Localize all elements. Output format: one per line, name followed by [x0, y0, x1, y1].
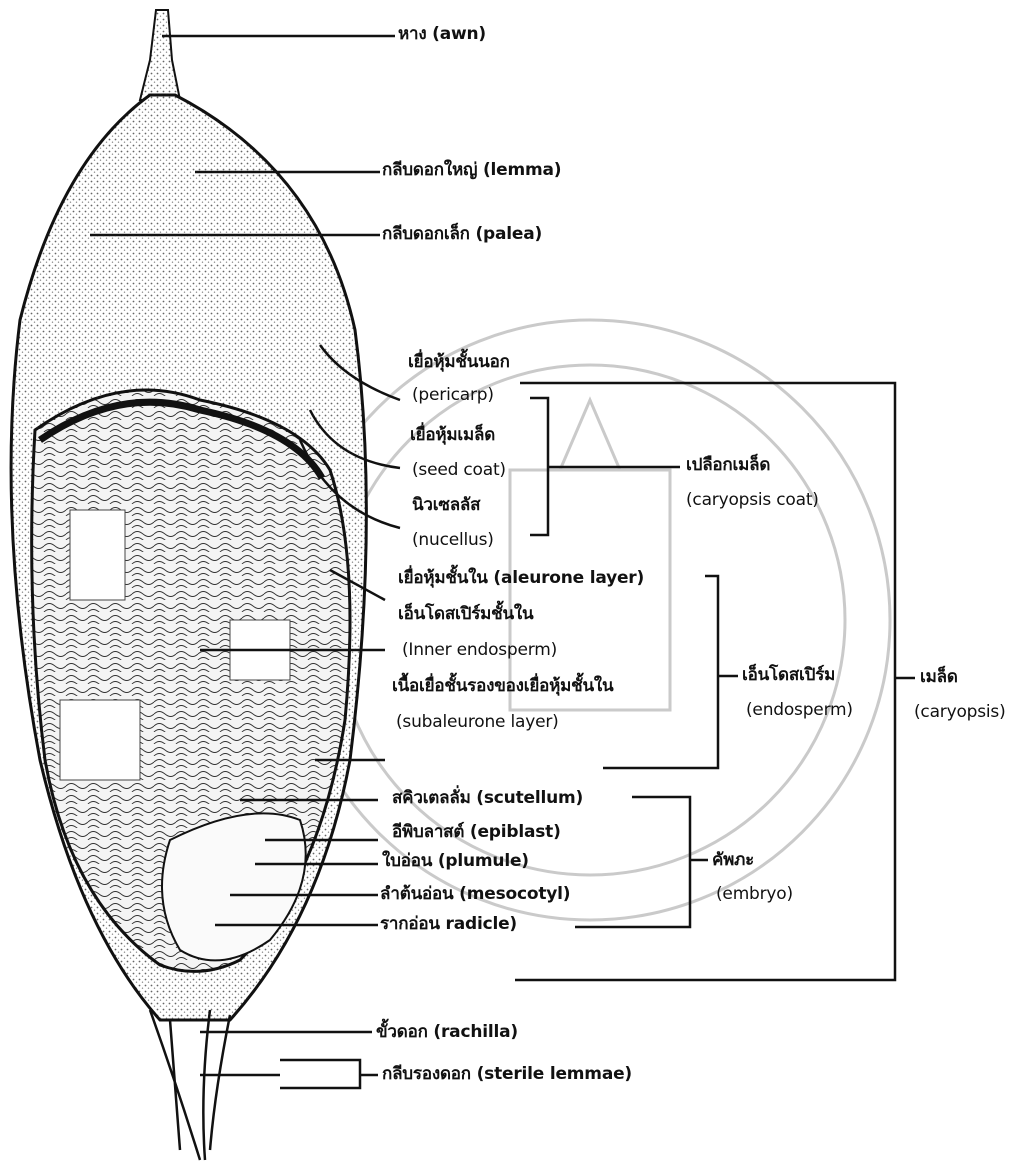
endosperm-english-label: (endosperm): [746, 700, 853, 720]
seed-coat-thai-label: เยื่อหุ้มเมล็ด: [410, 425, 495, 445]
watermark-seal: [290, 320, 890, 920]
nucellus-english-label: (nucellus): [412, 530, 494, 550]
subaleurone-english-label: (subaleurone layer): [396, 712, 559, 732]
awn-shape: [140, 10, 180, 100]
inner-endosperm-english-label: (Inner endosperm): [402, 640, 557, 660]
caryopsis-coat-thai-label: เปลือกเมล็ด: [686, 455, 770, 475]
embryo-thai-label: คัพภะ: [712, 850, 754, 870]
nucellus-thai-label: นิวเซลลัส: [412, 495, 480, 515]
pericarp-english-label: (pericarp): [412, 385, 494, 405]
seed-coat-english-label: (seed coat): [412, 460, 506, 480]
plumule-label: ใบอ่อน (plumule): [382, 851, 529, 871]
sterile-lemmae-label: กลีบรองดอก (sterile lemmae): [382, 1064, 632, 1084]
endosperm-thai-label: เอ็นโดสเปิร์ม: [742, 665, 835, 685]
inner-endosperm-thai-label: เอ็นโดสเปิร์มชั้นใน: [398, 604, 533, 624]
mesocotyl-label: ลำต้นอ่อน (mesocotyl): [380, 884, 570, 904]
lemma-label: กลีบดอกใหญ่ (lemma): [382, 160, 561, 180]
palea-label: กลีบดอกเล็ก (palea): [382, 224, 542, 244]
radicle-label: รากอ่อน radicle): [380, 914, 517, 934]
awn-label: หาง (awn): [398, 24, 486, 44]
subaleurone-thai-label: เนื้อเยื่อชั้นรองของเยื่อหุ้มชั้นใน: [392, 676, 613, 696]
rachilla-label: ขั้วดอก (rachilla): [376, 1022, 518, 1042]
pericarp-thai-label: เยื่อหุ้มชั้นนอก: [408, 352, 510, 372]
caryopsis-coat-english-label: (caryopsis coat): [686, 490, 819, 510]
scutellum-label: สคิวเตลลั่ม (scutellum): [392, 788, 583, 808]
caryopsis-english-label: (caryopsis): [914, 702, 1006, 722]
caryopsis-thai-label: เมล็ด: [920, 667, 958, 687]
epiblast-label: อีพิบลาสต์ (epiblast): [392, 822, 561, 842]
aleurone-label: เยื่อหุ้มชั้นใน (aleurone layer): [398, 568, 644, 588]
embryo-english-label: (embryo): [716, 884, 793, 904]
